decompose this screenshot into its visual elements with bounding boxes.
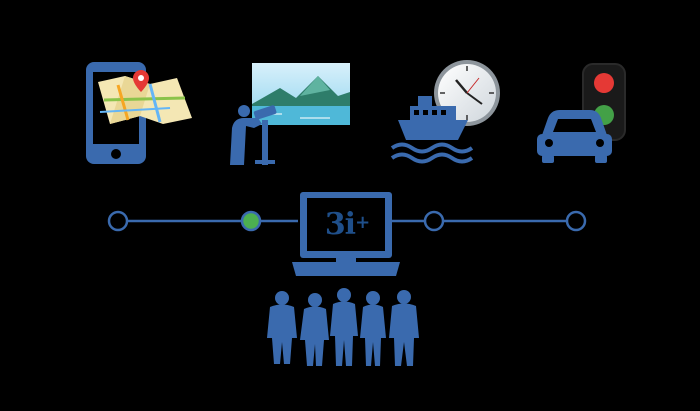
person-2 (300, 293, 329, 366)
laptop-label-text: 3i (324, 206, 356, 242)
laptop-screen-label: 3i+ (308, 198, 386, 250)
car-traffic-light-icon (537, 63, 626, 163)
phone-map-icon (86, 62, 192, 164)
person-1 (267, 291, 297, 364)
timeline (107, 210, 587, 232)
ferry-clock-icon (390, 60, 500, 164)
laptop-label-suffix: + (355, 211, 370, 233)
person-4 (360, 291, 386, 366)
viewpoint-binoculars-icon (230, 63, 350, 165)
timeline-node-1 (107, 210, 129, 232)
person-3 (330, 288, 358, 366)
timeline-node-4 (565, 210, 587, 232)
laptop-icon (292, 192, 400, 276)
timeline-node-2-active (240, 210, 262, 232)
timeline-node-3 (423, 210, 445, 232)
person-5 (389, 290, 419, 366)
people-group-icon (267, 288, 419, 366)
